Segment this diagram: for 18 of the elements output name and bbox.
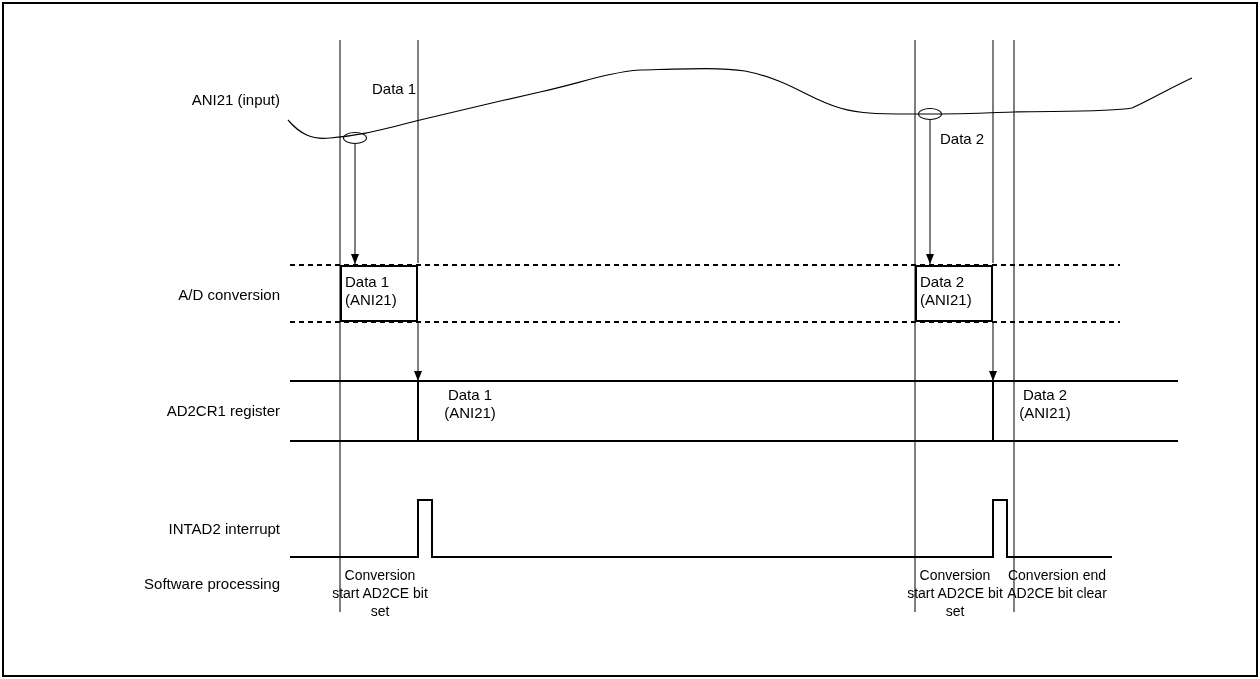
event-note: Conversion end AD2CE bit clear (1007, 566, 1107, 602)
arrow (351, 143, 359, 265)
arrow (414, 321, 422, 382)
signal-name: A/D conversion (177, 286, 280, 304)
register-value: Data 2 (ANI21) (995, 382, 1085, 440)
event-note: Conversion start AD2CE bit set (331, 566, 429, 620)
arrow (989, 321, 997, 382)
signal-name: INTAD2 interrupt (167, 520, 280, 538)
conversion-box: Data 1 (ANI21) (340, 265, 418, 322)
conversion-box: Data 2 (ANI21) (915, 265, 993, 322)
arrow (926, 119, 934, 265)
signal-name: ANI21 (input) (190, 91, 280, 109)
signal-name: AD2CR1 register (165, 402, 280, 420)
event-note: Conversion start AD2CE bit set (906, 566, 1004, 620)
sample-label: Data 2 (940, 130, 985, 148)
signal-name: Software processing (143, 575, 280, 593)
sample-label: Data 1 (372, 80, 417, 98)
register-value: Data 1 (ANI21) (420, 382, 510, 440)
